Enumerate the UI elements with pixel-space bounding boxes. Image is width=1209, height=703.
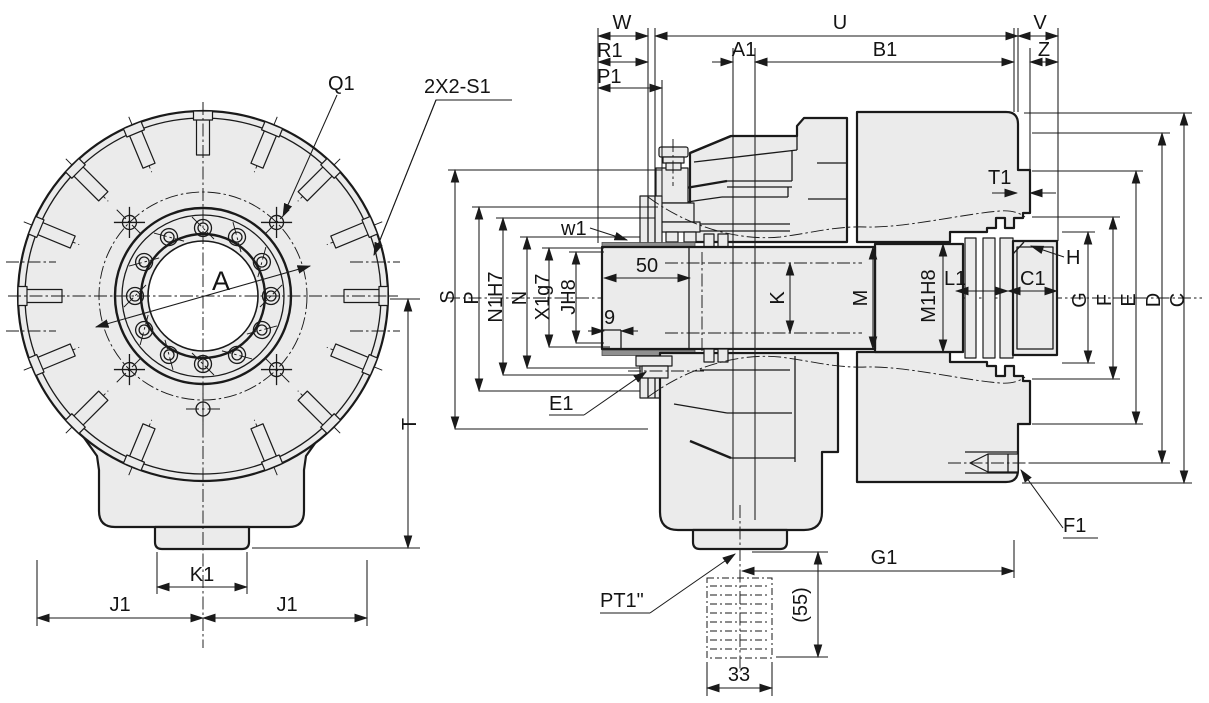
cooling-slot [122, 419, 156, 476]
label-x1g7: X1g7 [532, 274, 554, 321]
label-jh8: JH8 [558, 279, 580, 315]
cooling-slot [250, 419, 284, 476]
cooling-slot [122, 116, 156, 173]
cooling-slot [326, 215, 383, 249]
valve-block [658, 348, 840, 551]
label-55: (55) [790, 587, 812, 623]
label-t: T [399, 418, 421, 430]
label-s1: 2X2-S1 [424, 76, 491, 98]
face-screw [113, 353, 146, 386]
cooling-slot [297, 390, 342, 435]
label-j1-left: J1 [109, 594, 130, 616]
cooling-slot [337, 285, 397, 307]
label-q1: Q1 [328, 73, 355, 95]
front-view: A Q1 2X2-S1 T K1 J1 J1 [6, 73, 512, 648]
label-f1: F1 [1063, 515, 1086, 537]
shaft-main-section [600, 245, 877, 351]
label-p: P [461, 291, 483, 304]
label-50: 50 [636, 255, 658, 277]
label-e: E [1118, 293, 1140, 306]
s1-leader [373, 99, 512, 256]
top-dimensions: W U V R1 A1 B1 Z P1 [596, 12, 1060, 93]
label-f: F [1094, 294, 1116, 306]
cooling-slot [23, 215, 80, 249]
spindle-shaft [600, 237, 1059, 470]
label-w: W [613, 12, 632, 34]
label-c1: C1 [1020, 268, 1046, 290]
label-k1: K1 [190, 564, 214, 586]
label-pt1: PT1" [600, 590, 644, 612]
label-j1-right: J1 [276, 594, 297, 616]
body-top-block [855, 110, 1032, 244]
plug-f1 [948, 451, 1042, 474]
spacer-ring-2 [982, 237, 996, 359]
spacer-ring-1 [964, 237, 977, 359]
label-r1: R1 [597, 40, 623, 62]
flange-bolt [159, 339, 179, 371]
cooling-slot [297, 157, 342, 202]
body-bottom-block [855, 350, 1032, 484]
dim-a-line [94, 265, 312, 328]
label-n: N [509, 291, 531, 305]
label-k: K [767, 291, 789, 305]
label-t1: T1 [988, 167, 1011, 189]
cooling-slot [326, 343, 383, 377]
label-z: Z [1038, 39, 1050, 61]
label-m1h8: M1H8 [918, 269, 940, 322]
label-g: G [1069, 292, 1091, 308]
face-screw [260, 353, 293, 386]
cooling-slot [64, 390, 109, 435]
flange-bolt [221, 345, 253, 365]
bolt-head [658, 146, 689, 158]
face-screw [113, 206, 146, 239]
q1-leader [282, 94, 338, 218]
label-u: U [833, 12, 847, 34]
extension-lines [448, 28, 1192, 696]
bottom-dimensions: F1 G1 PT1" (55) 33 [600, 469, 1098, 693]
label-e1: E1 [549, 393, 573, 415]
shaft-step-section [873, 242, 965, 354]
label-h: H [1066, 247, 1080, 269]
label-c: C [1167, 293, 1189, 307]
label-m: M [850, 290, 872, 307]
section-view: W U V R1 A1 B1 Z P1 S P N1H7 N [437, 12, 1202, 696]
label-s: S [437, 290, 459, 303]
flange-bolt [227, 221, 247, 253]
wedge-mechanism-top [643, 116, 849, 248]
hidden-port [706, 505, 773, 672]
label-l1: L1 [944, 268, 966, 290]
seal-detail-e1 [628, 355, 704, 379]
label-b1: B1 [873, 39, 897, 61]
cooling-slot [23, 343, 80, 377]
phantom-line-bottom [647, 355, 1026, 398]
label-p1: P1 [597, 66, 621, 88]
front-foot [153, 525, 251, 551]
label-a: A [212, 266, 230, 296]
center-dimensions: K M M1H8 L1 C1 H T1 [767, 167, 1080, 354]
spacer-ring-3 [999, 237, 1014, 359]
label-a1: A1 [732, 39, 756, 61]
flange-bolt [153, 227, 185, 247]
cooling-slot [250, 116, 284, 173]
right-dimensions: G F E D C [1069, 111, 1189, 485]
label-9: 9 [604, 307, 615, 329]
end-nut [1011, 239, 1059, 357]
label-g1: G1 [871, 547, 898, 569]
label-v: V [1033, 12, 1047, 34]
label-33: 33 [728, 664, 750, 686]
label-d: D [1143, 293, 1165, 307]
label-n1h7: N1H7 [485, 271, 507, 322]
cooling-slot [64, 157, 109, 202]
phantom-line-top [647, 196, 1026, 239]
left-dimensions: S P N1H7 N X1g7 JH8 w1 50 9 E1 [437, 168, 692, 431]
label-w1: w1 [560, 218, 587, 240]
